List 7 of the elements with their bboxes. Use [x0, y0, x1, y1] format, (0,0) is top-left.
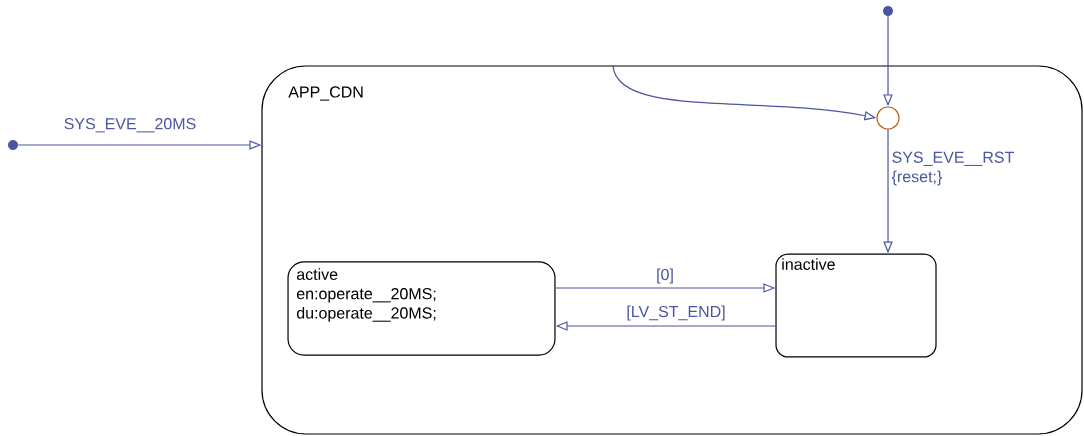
edge-label: SYS_EVE__20MS — [62, 116, 198, 134]
edge-label: SYS_EVE__RST {reset;} — [890, 150, 1020, 187]
state-box: inactive — [775, 253, 937, 358]
edge-label: [LV_ST_END] — [625, 304, 727, 322]
junction-circle — [876, 106, 900, 130]
state-box: active en:operate__20MS; du:operate__20MS; — [287, 261, 556, 356]
edge-label: [0] — [654, 267, 676, 285]
